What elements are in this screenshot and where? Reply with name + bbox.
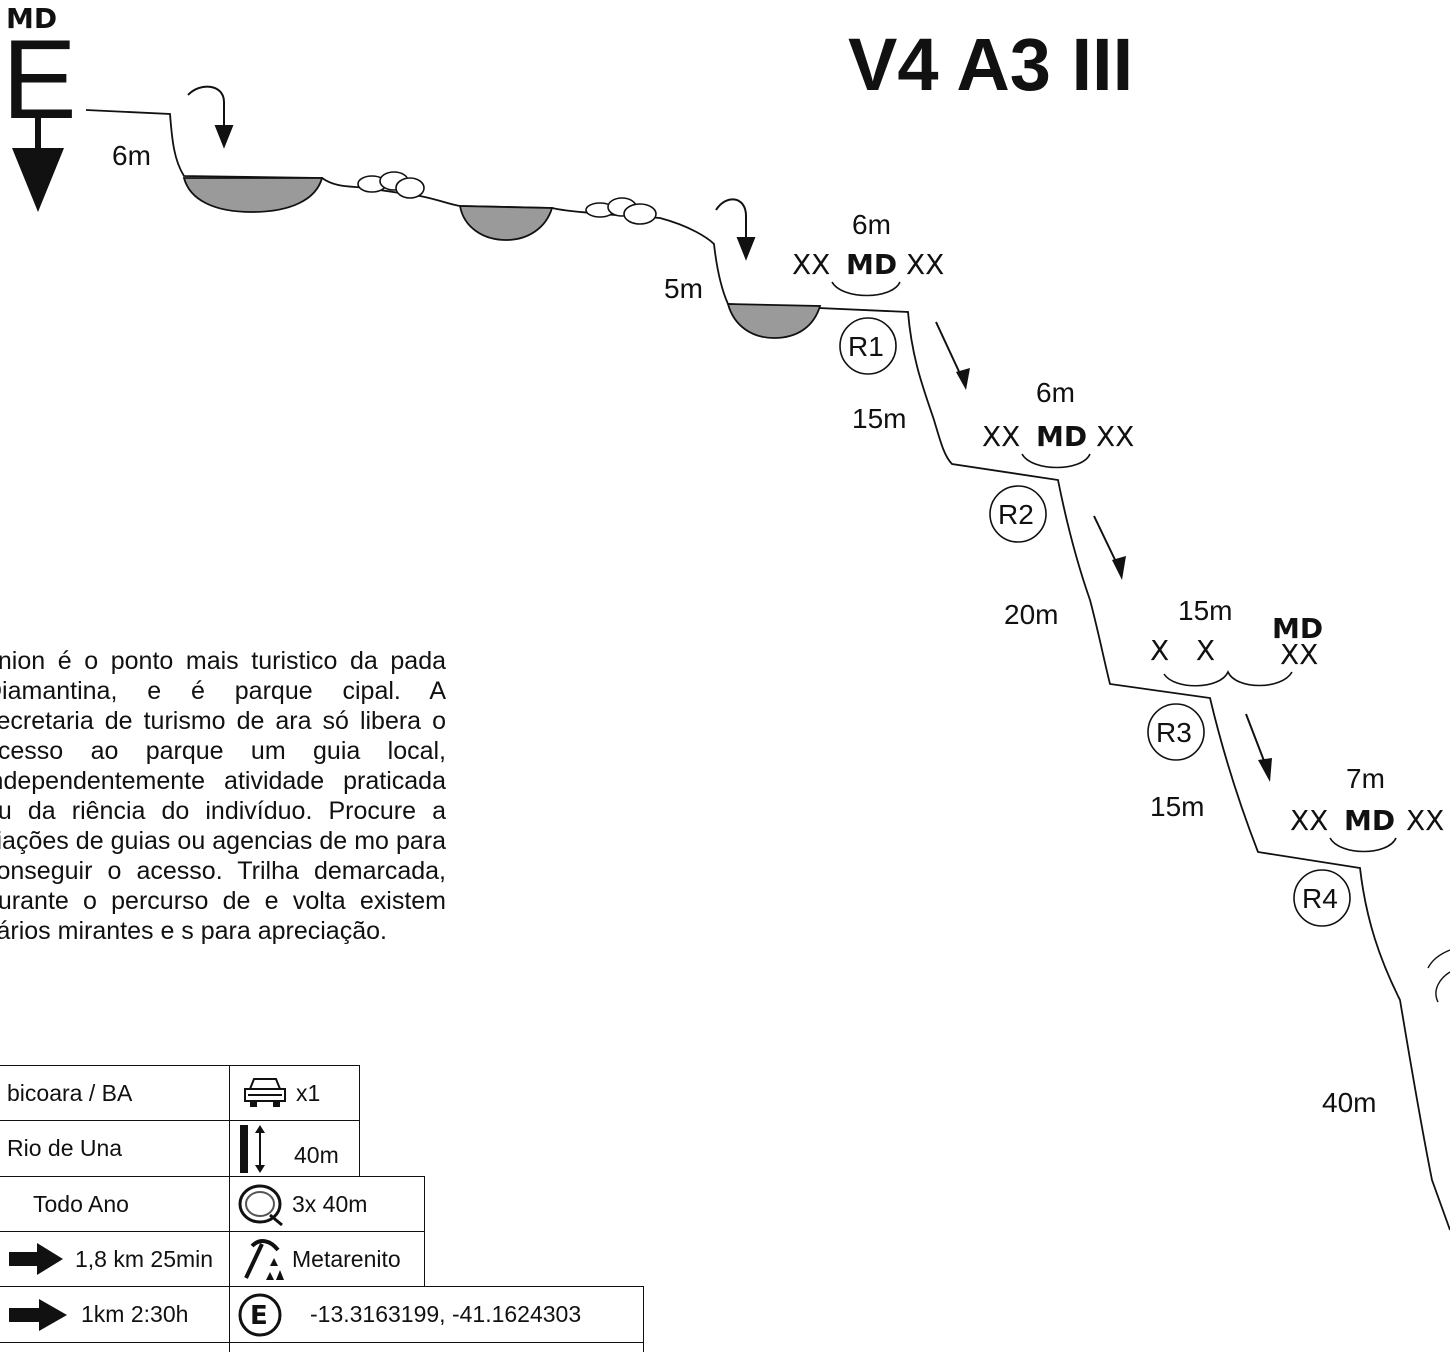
car-icon	[244, 1078, 286, 1107]
descent-arrow-icon	[935, 321, 970, 390]
jump-arrow-icon	[715, 198, 756, 261]
boulders-1	[357, 171, 425, 199]
page-title: V4 A3 III	[848, 23, 1133, 106]
rappel-height: 7m	[1346, 763, 1385, 794]
coords-value: -13.3163199, -41.1624303	[310, 1301, 582, 1327]
cars-cell: x1	[229, 1065, 360, 1121]
height-label: 40m	[1322, 1087, 1376, 1118]
return-value: 1km 2:30h	[81, 1301, 189, 1327]
anchor-bolts: XX	[1096, 420, 1134, 453]
height-icon	[240, 1124, 265, 1173]
entry-e-icon: E	[238, 1293, 282, 1336]
anchor-sling	[1021, 453, 1091, 469]
cars-value: x1	[296, 1079, 321, 1106]
season-cell: Todo Ano	[0, 1176, 230, 1232]
anchor-bolts: XX	[1280, 638, 1318, 671]
height-label: 15m	[852, 403, 906, 434]
rappel-badge	[989, 485, 1047, 543]
anchor-sling	[831, 281, 901, 297]
rock-cell: Metarenito	[229, 1231, 425, 1287]
descent-arrow-icon	[1093, 515, 1126, 580]
location-cell: bicoara / BA	[0, 1065, 230, 1121]
rock-value: Metarenito	[292, 1245, 401, 1272]
coords-cell: E -13.3163199, -41.1624303	[229, 1286, 644, 1343]
season-value: Todo Ano	[33, 1190, 129, 1217]
pool-3	[726, 303, 822, 339]
svg-text:E: E	[250, 1301, 268, 1331]
max-height-value: 40m	[294, 1142, 339, 1168]
rappel-id: R1	[848, 331, 884, 362]
anchor-bolts: XX	[792, 248, 830, 281]
rappel-id: R4	[1302, 883, 1338, 914]
entry-md-label: MD	[6, 2, 57, 35]
rappel-height: 15m	[1178, 595, 1232, 626]
ropes-cell: 3x 40m	[229, 1176, 425, 1232]
rappel-badge	[1147, 703, 1205, 761]
rock-hammer-icon	[244, 1239, 284, 1280]
arrow-right-icon	[9, 1243, 63, 1275]
anchor-bolts: XX	[982, 420, 1020, 453]
anchor-bolts: X X	[1150, 634, 1215, 667]
approach-value: 1,8 km 25min	[75, 1245, 214, 1272]
rope-icon	[238, 1184, 283, 1227]
anchor-bolts: XX	[1290, 804, 1328, 837]
anchor-md: MD	[846, 248, 897, 281]
river-cell: Rio de Una	[0, 1120, 230, 1177]
entry-arrow-icon	[12, 115, 64, 212]
arrow-right-icon	[9, 1298, 67, 1331]
height-label: 5m	[664, 273, 703, 304]
river-value: Rio de Una	[7, 1135, 123, 1161]
route-description: ânion é o ponto mais turistico da pada D…	[0, 647, 446, 945]
approach-cell: 1,8 km 25min	[0, 1231, 230, 1287]
canyon-profile-line	[85, 109, 1450, 1231]
boulders-2	[585, 197, 657, 225]
rappel-badge	[1293, 869, 1351, 927]
return-cell: 1km 2:30h	[0, 1286, 230, 1343]
max-height-cell: 40m	[229, 1120, 360, 1177]
rock-outline	[1427, 949, 1450, 1003]
ropes-value: 3x 40m	[292, 1190, 368, 1217]
anchor-md: MD	[1036, 420, 1087, 453]
rappel-id: R2	[998, 499, 1034, 530]
anchor-bolts: XX	[1406, 804, 1444, 837]
table-bottom-edge	[229, 1342, 644, 1352]
height-label: 6m	[112, 140, 151, 171]
pool-2	[458, 205, 554, 241]
anchor-sling	[1329, 837, 1397, 853]
rappel-height: 6m	[1036, 377, 1075, 408]
anchor-sling	[1163, 670, 1293, 687]
rappel-id: R3	[1156, 717, 1192, 748]
rappel-badge	[839, 317, 897, 375]
descent-arrow-icon	[1245, 713, 1272, 782]
location-value: bicoara / BA	[7, 1079, 133, 1106]
rappel-height: 6m	[852, 209, 891, 240]
pool-1	[182, 177, 324, 213]
anchor-md: MD	[1272, 612, 1323, 645]
height-label: 20m	[1004, 599, 1058, 630]
jump-arrow-icon	[187, 85, 234, 149]
height-label: 15m	[1150, 791, 1204, 822]
anchor-bolts: XX	[906, 248, 944, 281]
anchor-md: MD	[1344, 804, 1395, 837]
